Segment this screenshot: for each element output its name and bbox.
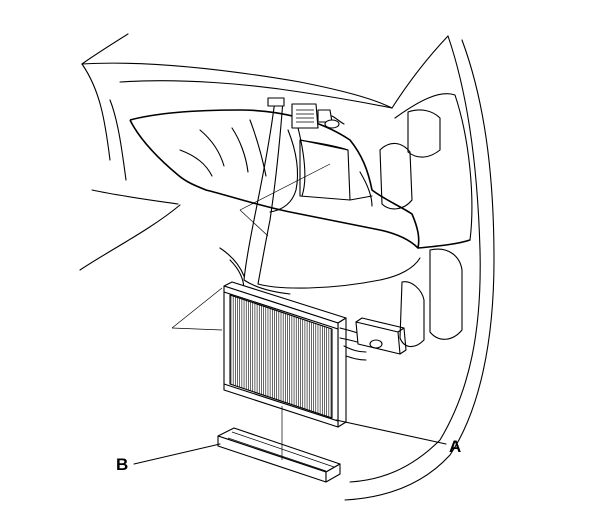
callout-a-label: A <box>449 437 461 456</box>
drain-seal <box>217 427 341 483</box>
dashboard-outline <box>79 33 495 501</box>
callout-a-leader <box>335 419 447 445</box>
dashboard-cutaway <box>129 109 471 249</box>
callout-b: B <box>116 443 221 474</box>
expansion-valve-pipes <box>339 317 407 361</box>
evaporator-core <box>223 281 347 428</box>
callout-a: A <box>335 419 461 456</box>
evaporator-fins <box>230 295 332 418</box>
callout-b-leader <box>133 443 221 465</box>
callout-b-label: B <box>116 455 128 474</box>
projection-lines <box>171 163 331 331</box>
wire-harness <box>219 97 421 295</box>
